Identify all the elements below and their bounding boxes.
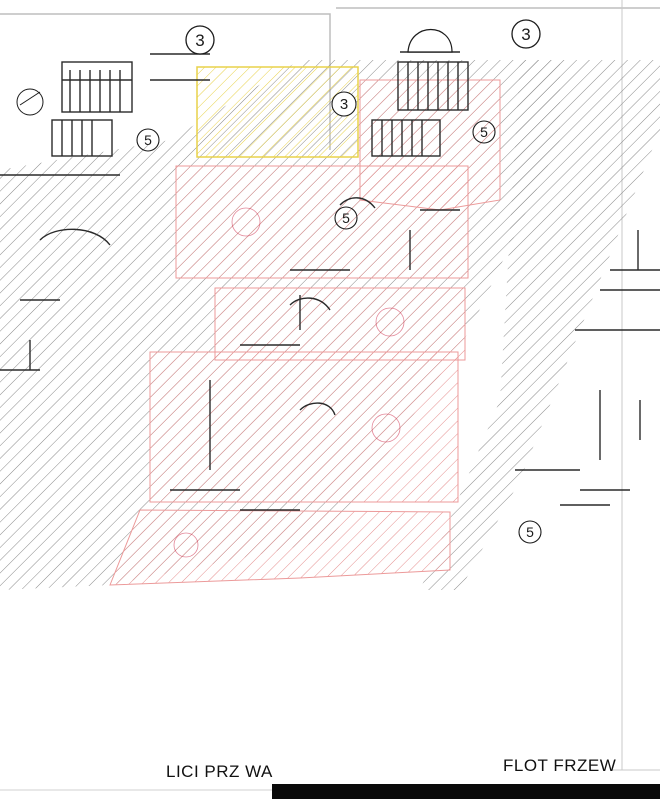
north-arrow-tick	[19, 91, 41, 106]
fixtures	[173, 207, 405, 558]
callout-number: 5	[342, 210, 350, 226]
dome-outline	[407, 29, 453, 53]
left-sheet-caption: LICI PRZ WA	[166, 762, 273, 781]
callout-marker: 5	[334, 206, 358, 230]
callout-number: 5	[480, 124, 488, 140]
callout-number: 3	[340, 96, 348, 113]
callout-number: 5	[144, 132, 152, 148]
highlighted-room	[196, 66, 359, 158]
right-sheet-caption: FLOT FRZEW	[503, 756, 617, 775]
callout-number: 5	[526, 524, 534, 540]
title-block-bar	[272, 784, 660, 799]
callout-number: 3	[521, 25, 530, 44]
callouts: 3 3 5 5 5 5 3	[136, 19, 542, 544]
callout-marker: 3	[511, 19, 541, 49]
callout-marker: 3	[185, 25, 215, 55]
callout-marker: 5	[136, 128, 160, 152]
north-arrow-ring	[16, 88, 44, 116]
callout-number: 3	[195, 31, 204, 50]
red-zones	[109, 79, 501, 586]
callout-marker: 5	[518, 520, 542, 544]
callout-marker: 5	[472, 120, 496, 144]
walls	[0, 51, 660, 511]
callout-marker: 3	[331, 91, 357, 117]
